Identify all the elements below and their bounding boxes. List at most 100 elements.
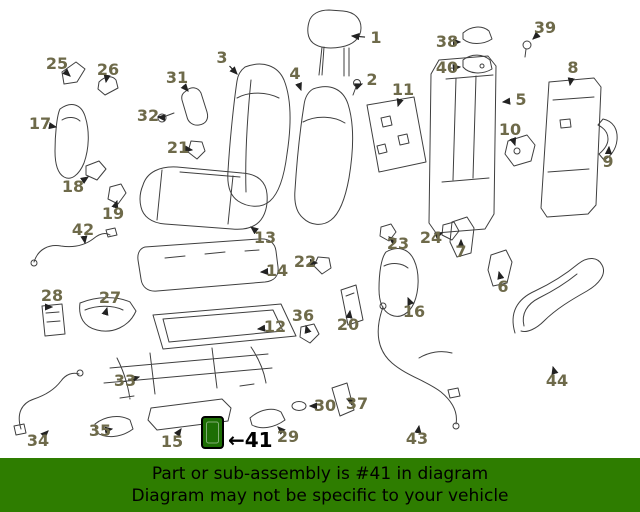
seat-parts-diagram: 1234567891011121314151617181920212223242… <box>13 9 618 452</box>
part-25-bracket <box>61 61 86 85</box>
part-number-40: 40 <box>436 58 458 77</box>
leader-line-4 <box>295 81 302 92</box>
part-29-lever <box>249 408 286 429</box>
leader-line-16 <box>407 296 415 307</box>
part-number-37: 37 <box>346 394 368 413</box>
parts-artwork <box>13 9 618 449</box>
part-44-harness <box>512 258 604 334</box>
part-9-strap <box>597 118 618 161</box>
leader-line-13 <box>250 226 259 235</box>
banner-line-2: Diagram may not be specific to your vehi… <box>131 486 509 506</box>
fitment-banner: Part or sub-assembly is #41 in diagram D… <box>0 458 640 512</box>
leader-line-5 <box>501 97 511 105</box>
part-34-harness <box>13 372 80 436</box>
part-number-38: 38 <box>436 32 458 51</box>
part-4-seam <box>302 116 346 124</box>
part-number-29: 29 <box>277 427 299 446</box>
part-number-34: 34 <box>27 431 49 450</box>
part-43-connector-a <box>379 302 387 310</box>
part-2-bolt <box>353 79 361 87</box>
part-number-23: 23 <box>387 234 409 253</box>
part-6-bracket <box>487 249 513 287</box>
part-number-28: 28 <box>41 286 63 305</box>
part-10-bracket <box>504 134 536 167</box>
part-number-11: 11 <box>392 80 414 99</box>
part-number-10: 10 <box>499 120 521 139</box>
banner-line-1: Part or sub-assembly is #41 in diagram <box>151 464 489 484</box>
part-14-frame <box>137 238 279 292</box>
part-36-clip <box>299 323 320 344</box>
part-39-shaft <box>524 48 527 58</box>
leader-line-44 <box>551 365 559 375</box>
part-18 <box>85 160 107 181</box>
part-number-24: 24 <box>420 228 442 247</box>
part-5-frame <box>428 55 497 234</box>
part-15-cover <box>147 398 232 431</box>
part-number-12: 12 <box>264 317 286 336</box>
leader-line-11 <box>396 98 404 108</box>
part-2-bolt-shaft <box>352 86 357 96</box>
part-10-hole <box>513 147 521 155</box>
part-number-26: 26 <box>97 60 119 79</box>
part-number-42: 42 <box>72 220 94 239</box>
part-number-17: 17 <box>29 114 51 133</box>
part-number-44: 44 <box>546 371 568 390</box>
leader-line-1 <box>350 33 366 41</box>
part-number-14: 14 <box>266 261 288 280</box>
part-number-19: 19 <box>102 204 124 223</box>
leader-line-39 <box>532 31 541 40</box>
part-number-25: 25 <box>46 54 68 73</box>
part-43-connector-b <box>452 422 460 430</box>
part-number-5: 5 <box>515 90 526 109</box>
part-39-bolt <box>522 40 532 50</box>
part-3-seatback <box>227 63 291 207</box>
part-number-22: 22 <box>294 252 316 271</box>
part-number-35: 35 <box>89 421 111 440</box>
part-31-cylinder <box>181 87 209 126</box>
part-number-31: 31 <box>166 68 188 87</box>
part-number-16: 16 <box>403 302 425 321</box>
part-number-13: 13 <box>254 228 276 247</box>
part-19 <box>107 183 127 205</box>
part-4-seatback-pad <box>294 86 354 225</box>
part-33-rails <box>103 346 273 400</box>
part-number-7: 7 <box>455 242 466 261</box>
highlighted-part-callout: ←41 <box>228 428 273 452</box>
part-number-32: 32 <box>137 106 159 125</box>
part-13-cushion <box>139 166 268 230</box>
part-26-bracket <box>97 76 119 96</box>
part-number-1: 1 <box>370 28 381 47</box>
part-3-seam <box>236 79 280 193</box>
part-number-39: 39 <box>534 18 556 37</box>
part-32-bolt <box>157 113 167 123</box>
part-number-20: 20 <box>337 315 359 334</box>
leader-line-12 <box>256 324 266 332</box>
part-34-connector <box>76 369 84 377</box>
part-28-bracket <box>41 303 66 337</box>
part-17-shield <box>54 104 89 179</box>
part-37-bracket <box>331 382 355 417</box>
part-number-3: 3 <box>216 48 227 67</box>
part-35-cover <box>94 416 134 437</box>
headrest-posts <box>318 46 350 77</box>
leader-line-6 <box>497 270 505 280</box>
leader-line-29 <box>277 426 286 435</box>
part-number-15: 15 <box>161 432 183 451</box>
leader-line-15 <box>173 428 182 437</box>
leader-line-10 <box>509 137 517 147</box>
part-11-board <box>366 96 427 173</box>
leader-line-33 <box>131 375 141 383</box>
part-43-harness <box>377 306 461 425</box>
part-42-connector <box>30 259 38 267</box>
part-12-panel <box>152 303 297 350</box>
part-7-bracket <box>449 216 475 258</box>
leader-line-8 <box>567 77 575 87</box>
part-22-clip <box>313 256 332 275</box>
leader-line-17 <box>48 122 58 130</box>
part-number-33: 33 <box>114 371 136 390</box>
part-number-36: 36 <box>292 306 314 325</box>
part-27-shield <box>79 297 137 332</box>
part-1-headrest <box>307 9 362 49</box>
leader-lines <box>40 31 613 439</box>
